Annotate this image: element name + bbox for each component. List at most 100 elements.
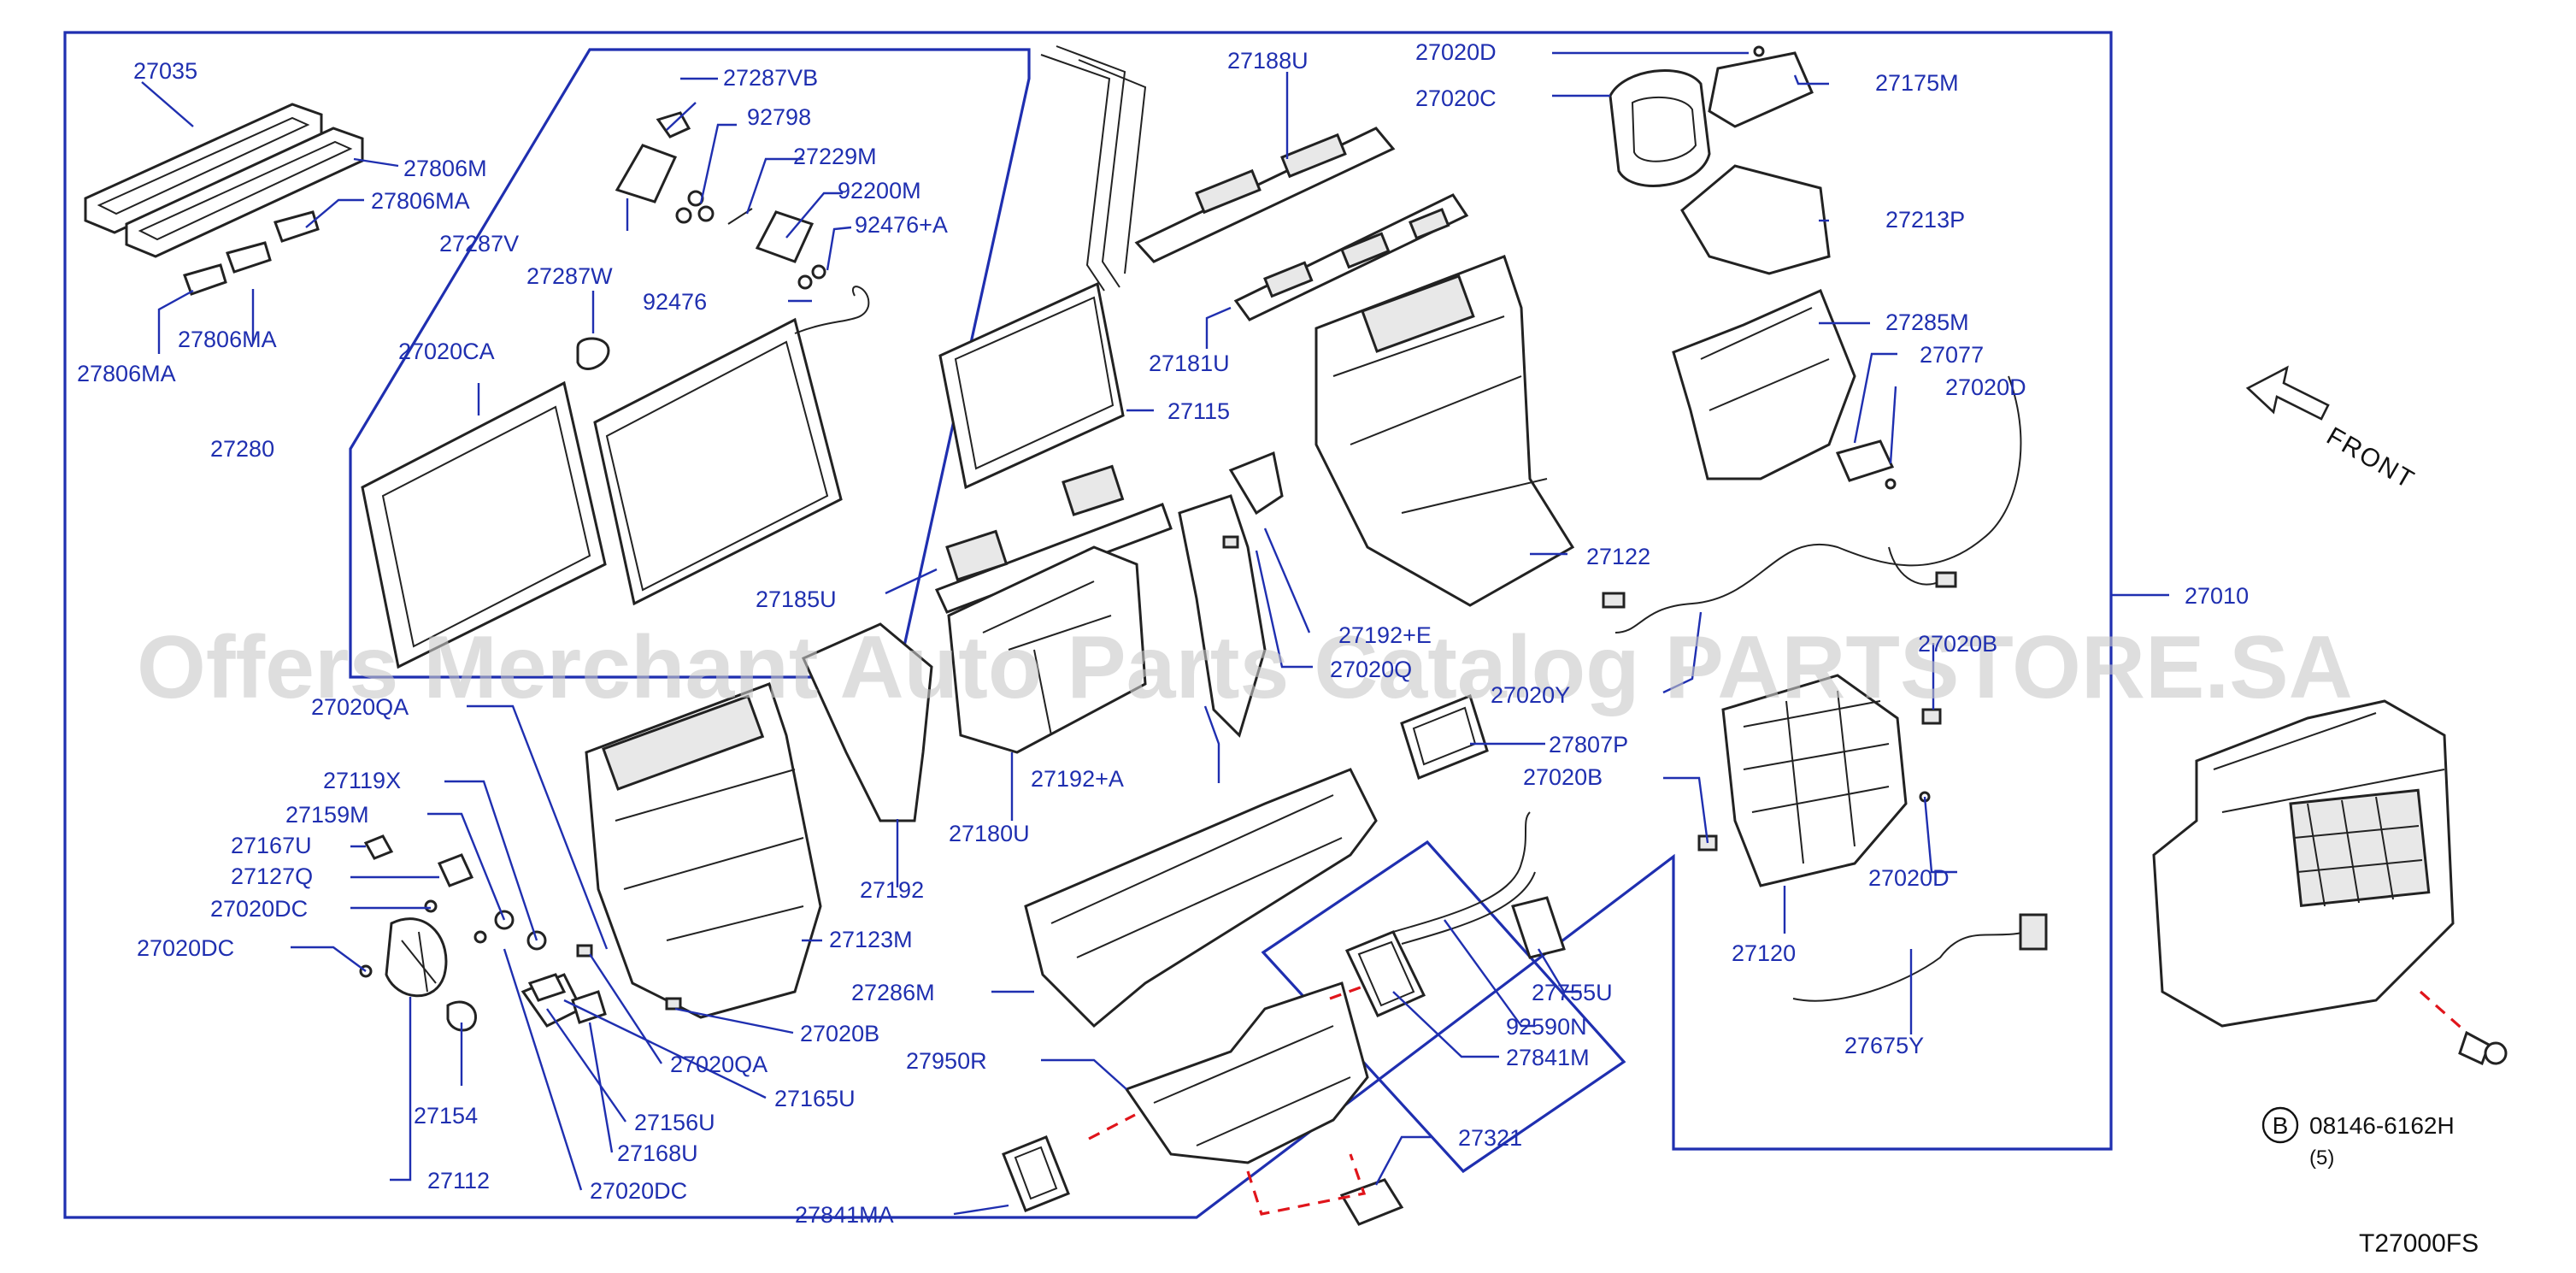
part-27280-evaporator-core[interactable] <box>361 286 870 669</box>
label-27168U[interactable]: 27168U <box>617 1140 698 1166</box>
part-08146-6162H-bolt[interactable] <box>2458 1030 2508 1066</box>
part-27115-heater-core[interactable] <box>938 281 1125 490</box>
label-27123M[interactable]: 27123M <box>829 927 913 952</box>
label-27185U[interactable]: 27185U <box>756 586 837 612</box>
label-27156U[interactable]: 27156U <box>634 1110 715 1135</box>
part-27112-blower-motor[interactable] <box>385 917 448 998</box>
part-27807P-heater-duct[interactable] <box>1400 694 1489 780</box>
label-27020DC-1[interactable]: 27020DC <box>210 896 308 922</box>
part-27806MA-seal-a[interactable] <box>273 210 320 243</box>
part-27154-clip[interactable] <box>446 1000 477 1032</box>
label-27154[interactable]: 27154 <box>414 1103 478 1129</box>
label-27020B-right[interactable]: 27020B <box>1918 631 1997 657</box>
part-27077-actuator-motor[interactable] <box>1835 439 1895 482</box>
part-27185U-defroster-nozzle[interactable] <box>934 464 1173 614</box>
label-27127Q[interactable]: 27127Q <box>231 863 313 889</box>
label-27286M[interactable]: 27286M <box>851 980 935 1005</box>
part-27287W-grommet[interactable] <box>576 337 610 370</box>
label-27020QA-top[interactable]: 27020QA <box>311 694 409 720</box>
part-92476-orings[interactable] <box>797 264 826 290</box>
label-27807P[interactable]: 27807P <box>1549 732 1628 757</box>
label-92590N[interactable]: 92590N <box>1506 1014 1587 1040</box>
part-27020D-screw-top[interactable] <box>1753 45 1765 57</box>
label-27020D-mid[interactable]: 27020D <box>1945 374 2026 400</box>
label-27112[interactable]: 27112 <box>427 1168 490 1193</box>
part-27020Y-wiring-harness[interactable] <box>1602 375 2022 634</box>
part-27020QA-clip[interactable] <box>576 944 593 958</box>
part-27123M-lower-case[interactable] <box>585 682 822 1019</box>
label-27020D-top[interactable]: 27020D <box>1415 39 1497 65</box>
label-27950R[interactable]: 27950R <box>906 1048 987 1074</box>
part-27192-duct[interactable] <box>802 622 933 822</box>
label-27167U[interactable]: 27167U <box>231 833 312 858</box>
label-27122[interactable]: 27122 <box>1586 544 1650 569</box>
label-27287W[interactable]: 27287W <box>526 263 613 289</box>
part-92798-bolts[interactable] <box>675 190 715 224</box>
label-27841MA[interactable]: 27841MA <box>795 1202 894 1228</box>
label-27285M[interactable]: 27285M <box>1885 309 1969 335</box>
label-27165U[interactable]: 27165U <box>774 1086 856 1111</box>
label-27755U[interactable]: 27755U <box>1532 980 1613 1005</box>
part-27168U-actuator[interactable] <box>571 990 607 1024</box>
label-27321[interactable]: 27321 <box>1458 1125 1522 1151</box>
part-27321-duct-joint[interactable] <box>1339 1178 1404 1226</box>
part-27020C-foam-seal[interactable] <box>1609 68 1711 187</box>
label-27806MA-2[interactable]: 27806MA <box>178 327 277 352</box>
part-27122-upper-case[interactable] <box>1314 255 1575 607</box>
part-heater-pipes[interactable] <box>1040 45 1147 292</box>
label-27020DC-2[interactable]: 27020DC <box>137 935 234 961</box>
part-92590N-clamp[interactable] <box>1511 896 1566 959</box>
label-27010[interactable]: 27010 <box>2185 583 2249 609</box>
label-27035[interactable]: 27035 <box>133 58 197 84</box>
label-27213P[interactable]: 27213P <box>1885 207 1965 233</box>
part-27188U-vent-grille[interactable] <box>1134 127 1396 263</box>
label-92476A[interactable]: 92476+A <box>855 212 948 238</box>
label-27841M[interactable]: 27841M <box>1506 1045 1590 1070</box>
part-92200M-expansion-valve[interactable] <box>755 210 815 263</box>
label-27020Q[interactable]: 27020Q <box>1330 657 1412 682</box>
part-27167U-motor-part[interactable] <box>363 834 394 860</box>
label-27181U[interactable]: 27181U <box>1149 351 1230 376</box>
label-27280[interactable]: 27280 <box>210 436 274 462</box>
part-27181U-vent-grille[interactable] <box>1233 193 1469 321</box>
label-27115[interactable]: 27115 <box>1167 398 1230 424</box>
part-27175M-duct-cover[interactable] <box>1708 51 1814 128</box>
label-27020DC-3[interactable]: 27020DC <box>590 1178 687 1204</box>
label-27175M[interactable]: 27175M <box>1875 70 1959 96</box>
label-27159M[interactable]: 27159M <box>285 802 369 828</box>
part-27180U-air-mix-door[interactable] <box>947 545 1147 754</box>
label-27192[interactable]: 27192 <box>860 877 924 903</box>
part-27806MA-seal-b[interactable] <box>226 241 272 274</box>
label-27229M[interactable]: 27229M <box>793 144 877 169</box>
part-27020B-clip-low[interactable] <box>665 997 682 1011</box>
label-27675Y[interactable]: 27675Y <box>1844 1033 1924 1058</box>
part-27192E-link[interactable] <box>1228 451 1284 516</box>
label-27077[interactable]: 27077 <box>1920 342 1984 368</box>
label-27020B-mid[interactable]: 27020B <box>1523 764 1603 790</box>
label-27188U[interactable]: 27188U <box>1227 48 1309 74</box>
label-27020QA-low[interactable]: 27020QA <box>670 1052 768 1077</box>
label-27120[interactable]: 27120 <box>1732 940 1796 966</box>
label-27192E[interactable]: 27192+E <box>1338 622 1432 648</box>
part-27841M-duct-seal[interactable] <box>1344 930 1426 1017</box>
part-27010-heater-cooling-unit-assembly[interactable] <box>2152 699 2455 1028</box>
part-27020DC-screw-3[interactable] <box>473 930 487 944</box>
part-27806MA-seal-c[interactable] <box>183 263 227 296</box>
label-27192A[interactable]: 27192+A <box>1031 766 1124 792</box>
part-27950R-rear-duct[interactable] <box>1124 981 1369 1164</box>
label-27806MA-3[interactable]: 27806MA <box>77 361 176 386</box>
part-27285M-duct[interactable] <box>1672 288 1856 480</box>
part-27020D-screw-mid[interactable] <box>1885 478 1897 490</box>
label-27020D-low[interactable]: 27020D <box>1868 865 1950 891</box>
label-27287V[interactable]: 27287V <box>439 231 519 256</box>
label-92476[interactable]: 92476 <box>643 289 707 315</box>
part-27192A-door-link[interactable] <box>1178 494 1267 738</box>
part-27755U-hose[interactable] <box>1392 811 1536 945</box>
part-27020DC-screw-1[interactable] <box>424 899 438 913</box>
label-27287VB[interactable]: 27287VB <box>723 65 818 91</box>
part-27213P-case-cover[interactable] <box>1680 164 1831 275</box>
part-27287V-valve-body[interactable] <box>615 144 678 203</box>
part-27286M-floor-duct[interactable] <box>1024 768 1378 1028</box>
label-27020B-low[interactable]: 27020B <box>800 1021 879 1046</box>
part-27675Y-wiring-harness[interactable] <box>1792 913 2048 1002</box>
